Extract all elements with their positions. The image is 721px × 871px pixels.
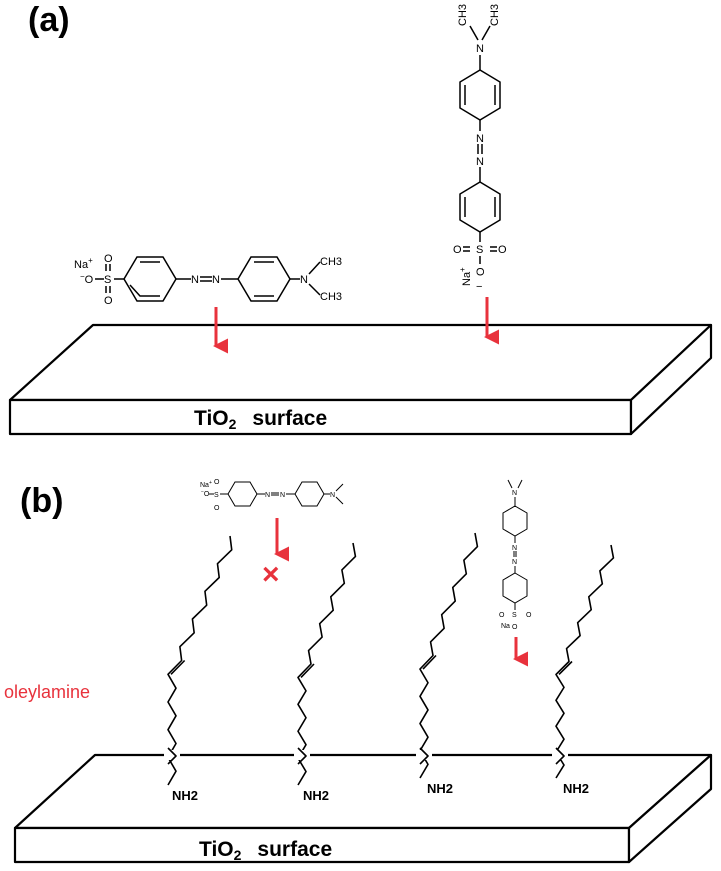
oxygen-bottom: O — [104, 295, 113, 307]
panel-a-label: (a) — [28, 1, 70, 39]
methyl-orange-vertical-b: N N N S O O O Na — [499, 479, 532, 631]
oxygen-right: O — [498, 244, 507, 256]
oxygen-minus: O — [475, 267, 487, 276]
oleylamine-chain — [555, 544, 615, 779]
cis-double-bond — [558, 660, 573, 676]
oleylamine-chain-segment — [167, 747, 177, 765]
oleylamine-chain-segment — [419, 747, 429, 765]
chain-surface-gap — [164, 750, 180, 760]
oxygen-left: O — [453, 244, 462, 256]
sulfur-atom: S — [512, 612, 517, 619]
sulfur-atom: S — [476, 244, 483, 256]
oxygen-minus: O — [512, 624, 518, 631]
cis-double-bond — [170, 659, 186, 675]
methyl-group: CH3 — [320, 256, 342, 268]
oleylamine-chain — [297, 542, 357, 786]
oxygen-bottom: O — [214, 505, 220, 512]
oxygen-right: O — [526, 612, 532, 619]
oxygen-left: O — [499, 612, 505, 619]
oleylamine-label: oleylamine — [4, 682, 90, 702]
cis-double-bond — [300, 663, 315, 679]
oxygen-top: O — [104, 253, 113, 265]
amine-nitrogen: N — [300, 274, 308, 286]
oxygen-top: O — [214, 479, 220, 486]
amine-group: NH2 — [427, 781, 453, 796]
azo-nitrogen: N — [476, 133, 484, 145]
sodium-ion: Na+ — [200, 480, 212, 489]
oleylamine-chain-segment — [297, 747, 307, 765]
oleylamine-chain — [167, 535, 233, 786]
methyl-group: CH3 — [489, 4, 501, 26]
amine-nitrogen: N — [512, 490, 517, 497]
benzene-ring — [123, 256, 177, 302]
amine-nitrogen: N — [476, 43, 484, 55]
blocked-cross-icon: × — [262, 558, 280, 591]
benzene-ring — [459, 181, 501, 233]
benzene-ring — [459, 69, 501, 121]
sodium-ion: Na+ — [74, 256, 93, 271]
oxygen-minus: −O — [80, 272, 94, 286]
azo-nitrogen: N — [512, 559, 517, 566]
amine-nitrogen: N — [330, 492, 335, 499]
methyl-orange-horizontal-b: Na+ −O S O O N N N — [200, 479, 344, 512]
azo-nitrogen: N — [265, 492, 270, 499]
tio2-slab-a — [8, 323, 713, 436]
oxygen-minus: −O — [201, 489, 210, 498]
azo-nitrogen: N — [191, 274, 199, 286]
methyl-orange-vertical-a: CH3 CH3 N N N S O O O − Na+ — [453, 4, 507, 293]
cis-double-bond — [422, 654, 437, 670]
sulfur-atom: S — [214, 492, 219, 499]
oleylamine-chains — [164, 532, 615, 786]
panel-b-label: (b) — [20, 482, 63, 520]
chain-surface-gap — [416, 750, 432, 760]
chain-surface-gap — [294, 750, 310, 760]
chain-surface-gap — [552, 750, 568, 760]
methyl-group: CH3 — [457, 4, 469, 26]
oleylamine-chain-segment — [555, 747, 565, 765]
azo-nitrogen: N — [280, 492, 285, 499]
amine-group: NH2 — [303, 788, 329, 803]
azo-nitrogen: N — [212, 274, 220, 286]
methyl-group: CH3 — [320, 291, 342, 303]
sodium-ion: Na — [501, 623, 510, 630]
tio2-slab-b — [13, 753, 713, 864]
oxygen-charge: − — [476, 281, 482, 293]
amine-group: NH2 — [172, 788, 198, 803]
sodium-ion: Na+ — [458, 267, 473, 286]
sulfur-atom: S — [104, 274, 111, 286]
methyl-orange-horizontal-a: Na+ −O S O O N N N CH3 CH3 — [74, 253, 342, 307]
benzene-ring — [237, 256, 291, 302]
oleylamine-chain — [419, 532, 479, 779]
azo-nitrogen: N — [476, 156, 484, 168]
amine-group: NH2 — [563, 781, 589, 796]
azo-nitrogen: N — [512, 545, 517, 552]
